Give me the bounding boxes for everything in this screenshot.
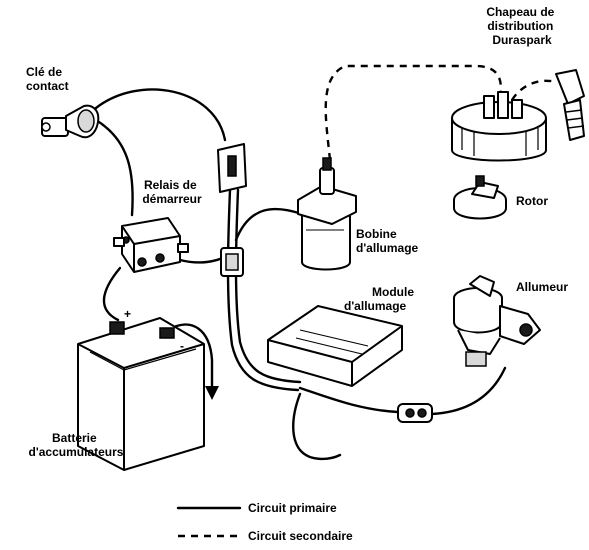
legend: Circuit primaire Circuit secondaire — [176, 501, 353, 543]
battery-icon: + - — [77, 307, 205, 471]
ignition-module-label-line-1: Module — [372, 285, 414, 299]
rotor-label-line-1: Rotor — [516, 194, 548, 208]
rotor-icon — [453, 175, 507, 220]
distributor-cap-label: Chapeau de distribution Duraspark — [486, 5, 557, 47]
battery-label-line-2: d'accumulateurs — [29, 445, 124, 459]
distributor-icon — [453, 275, 541, 367]
wire-connector-to-distributor — [430, 366, 507, 416]
wire-harness-to-coil — [234, 207, 304, 242]
starter-relay-icon — [113, 217, 189, 273]
wire-switch-to-relay — [94, 118, 134, 217]
distributor-label: Allumeur — [516, 280, 568, 294]
distributor-cap-label-line-2: distribution — [487, 19, 553, 33]
wire-module-to-connector — [298, 386, 400, 414]
starter-relay-label-line-2: démarreur — [142, 192, 202, 206]
starter-relay-label-line-1: Relais de — [144, 178, 197, 192]
distributor-label-line-1: Allumeur — [516, 280, 568, 294]
starter-relay-label: Relais de démarreur — [142, 178, 202, 206]
ground-arrow-icon — [205, 386, 219, 400]
ignition-coil-label: Bobine d'allumage — [356, 227, 419, 255]
wire-harness-left — [226, 188, 300, 392]
ignition-module-icon — [267, 305, 403, 387]
battery-negative-label: - — [180, 339, 184, 353]
resistor-block-icon — [217, 143, 247, 193]
ignition-switch-label-line-2: contact — [26, 79, 69, 93]
ignition-switch-label-line-1: Clé de — [26, 65, 62, 79]
ignition-coil-label-line-1: Bobine — [356, 227, 397, 241]
distributor-cap-icon — [451, 91, 547, 162]
legend-secondary-label: Circuit secondaire — [248, 529, 353, 543]
ignition-switch-icon — [41, 104, 100, 139]
distributor-cap-label-line-3: Duraspark — [492, 33, 552, 47]
legend-primary-label: Circuit primaire — [248, 501, 337, 515]
wire-switch-loop — [94, 88, 227, 142]
wire-harness-right — [234, 188, 302, 384]
secondary-lead-coil-to-cap — [324, 64, 503, 161]
battery-label-line-1: Batterie — [52, 431, 97, 445]
wire-module-ground — [292, 392, 342, 461]
ignition-module-label-line-2: d'allumage — [344, 299, 407, 313]
ignition-switch-label: Clé de contact — [26, 65, 69, 93]
wire-relay-to-battery — [102, 266, 122, 322]
distributor-connector-icon — [397, 403, 433, 423]
secondary-lead-cap-to-plug — [510, 79, 557, 101]
distributor-cap-label-line-1: Chapeau de — [486, 5, 554, 19]
ignition-coil-icon — [297, 157, 357, 271]
battery-positive-label: + — [124, 307, 131, 321]
rotor-label: Rotor — [516, 194, 548, 208]
battery-label: Batterie d'accumulateurs — [29, 431, 124, 459]
spark-plug-icon — [555, 69, 585, 141]
ignition-coil-label-line-2: d'allumage — [356, 241, 419, 255]
harness-connector-icon — [220, 247, 244, 277]
ignition-module-label: Module d'allumage — [344, 285, 417, 313]
